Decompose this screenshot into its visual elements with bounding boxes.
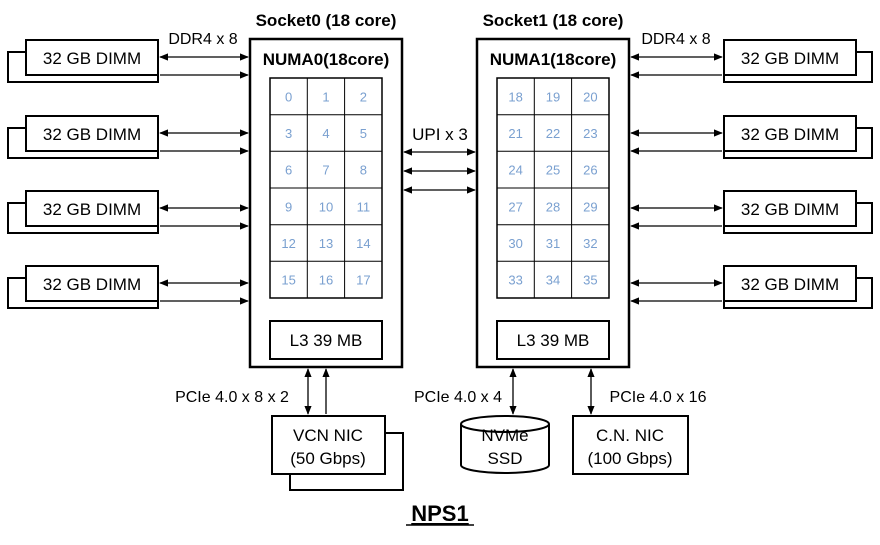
core-number: 17 xyxy=(356,273,370,288)
dimm-right-3: 32 GB DIMM xyxy=(723,190,873,234)
upi-arrows xyxy=(403,148,476,194)
core-number: 35 xyxy=(583,273,597,288)
core-number: 34 xyxy=(546,273,560,288)
core-number: 15 xyxy=(281,273,295,288)
core-number: 30 xyxy=(508,236,522,251)
socket0-l3-box xyxy=(269,320,383,360)
core-number: 6 xyxy=(285,163,292,178)
socket1-box xyxy=(475,37,631,369)
vcn-nic: VCN NIC (50 Gbps) xyxy=(271,415,404,491)
upi-label: UPI x 3 xyxy=(412,125,468,144)
svg-text:32 GB DIMM: 32 GB DIMM xyxy=(43,49,141,68)
dimm-right-4: 32 GB DIMM xyxy=(723,265,873,309)
core-number: 5 xyxy=(360,126,367,141)
core-number: 16 xyxy=(319,273,333,288)
numa1-cores: 18 19 20 21 22 23 24 25 26 27 28 29 30 31 32 33 34 35 xyxy=(508,89,597,287)
core-number: 9 xyxy=(285,199,292,214)
core-number: 32 xyxy=(583,236,597,251)
vcn-nic-line2: (50 Gbps) xyxy=(290,449,366,468)
pcie-right-label: PCIe 4.0 x 16 xyxy=(610,389,707,406)
nvme-line1: NVMe xyxy=(481,426,528,445)
core-number: 26 xyxy=(583,163,597,178)
numa0-grid-lines xyxy=(270,78,382,298)
dimm-right-2: 32 GB DIMM xyxy=(723,115,873,159)
numa1-grid-lines xyxy=(497,78,609,298)
socket0-title: Socket0 (18 core) xyxy=(256,11,397,30)
core-number: 22 xyxy=(546,126,560,141)
core-number: 4 xyxy=(322,126,329,141)
core-number: 20 xyxy=(583,89,597,104)
core-number: 23 xyxy=(583,126,597,141)
numa0-label: NUMA0(18core) xyxy=(263,50,390,69)
svg-text:32 GB DIMM: 32 GB DIMM xyxy=(741,275,839,294)
dimm-left-2: 32 GB DIMM xyxy=(7,115,159,159)
core-number: 18 xyxy=(508,89,522,104)
pcie-left-label: PCIe 4.0 x 8 x 2 xyxy=(175,389,289,406)
core-number: 28 xyxy=(546,199,560,214)
pcie-arrows xyxy=(304,368,595,415)
socket1-title: Socket1 (18 core) xyxy=(483,11,624,30)
socket0-box xyxy=(248,37,404,369)
core-number: 8 xyxy=(360,163,367,178)
core-number: 13 xyxy=(319,236,333,251)
pcie-mid-label: PCIe 4.0 x 4 xyxy=(414,389,502,406)
core-number: 14 xyxy=(356,236,370,251)
ddr-arrows-left xyxy=(159,53,249,305)
svg-text:32 GB DIMM: 32 GB DIMM xyxy=(741,49,839,68)
core-number: 19 xyxy=(546,89,560,104)
core-number: 1 xyxy=(322,89,329,104)
core-number: 2 xyxy=(360,89,367,104)
core-number: 12 xyxy=(281,236,295,251)
core-number: 0 xyxy=(285,89,292,104)
dimm-left-4: 32 GB DIMM xyxy=(7,265,159,309)
dimm-left-1: 32 GB DIMM xyxy=(7,39,159,83)
svg-text:32 GB DIMM: 32 GB DIMM xyxy=(43,200,141,219)
core-number: 33 xyxy=(508,273,522,288)
cn-nic: C.N. NIC (100 Gbps) xyxy=(572,415,689,475)
core-number: 7 xyxy=(322,163,329,178)
core-number: 31 xyxy=(546,236,560,251)
core-number: 27 xyxy=(508,199,522,214)
cn-nic-line1: C.N. NIC xyxy=(596,426,664,445)
nvme-ssd: NVMe SSD xyxy=(460,415,550,474)
core-number: 21 xyxy=(508,126,522,141)
core-number: 25 xyxy=(546,163,560,178)
socket1-l3-label: L3 39 MB xyxy=(517,331,590,350)
core-number: 11 xyxy=(357,199,371,214)
dimm-left-3: 32 GB DIMM xyxy=(7,190,159,234)
svg-text:32 GB DIMM: 32 GB DIMM xyxy=(741,200,839,219)
footer-title: NPS1 xyxy=(411,501,468,526)
nvme-line2: SSD xyxy=(488,449,523,468)
svg-text:32 GB DIMM: 32 GB DIMM xyxy=(43,125,141,144)
core-number: 10 xyxy=(319,199,333,214)
vcn-nic-line1: VCN NIC xyxy=(293,426,363,445)
core-number: 3 xyxy=(285,126,292,141)
socket0-l3-label: L3 39 MB xyxy=(290,331,363,350)
ddr-arrows-right xyxy=(630,53,723,305)
cn-nic-line2: (100 Gbps) xyxy=(587,449,672,468)
ddr-label-left: DDR4 x 8 xyxy=(168,31,237,48)
numa1-label: NUMA1(18core) xyxy=(490,50,617,69)
core-number: 24 xyxy=(508,163,522,178)
core-number: 29 xyxy=(583,199,597,214)
ddr-label-right: DDR4 x 8 xyxy=(641,31,710,48)
dimm-right-1: 32 GB DIMM xyxy=(723,39,873,83)
socket1-l3-box xyxy=(496,320,610,360)
svg-text:32 GB DIMM: 32 GB DIMM xyxy=(741,125,839,144)
svg-text:32 GB DIMM: 32 GB DIMM xyxy=(43,275,141,294)
